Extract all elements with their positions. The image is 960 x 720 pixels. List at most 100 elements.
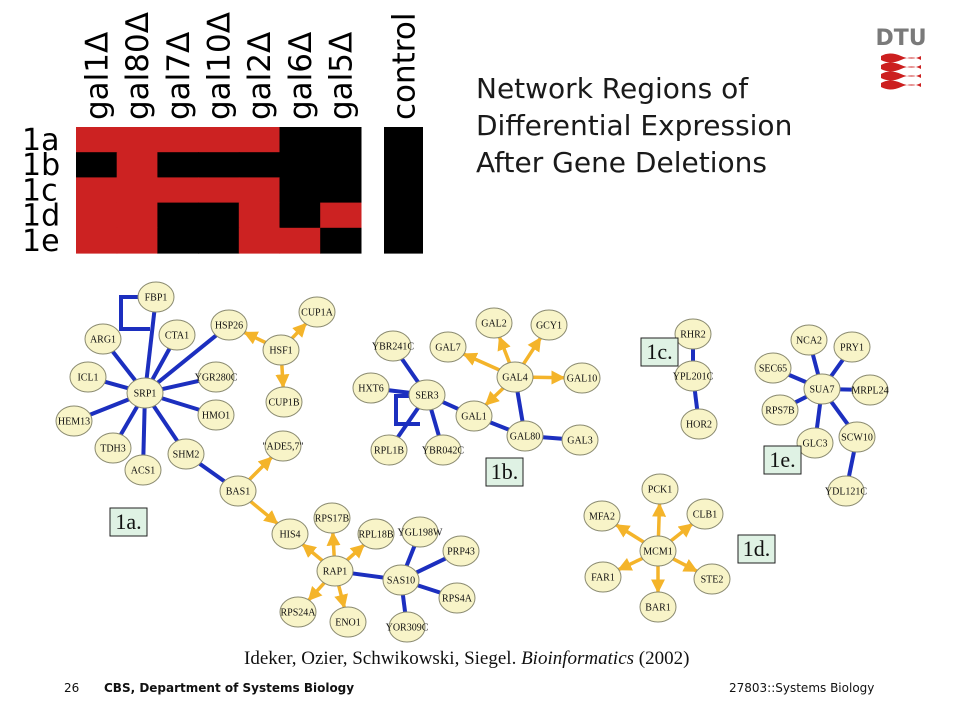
- node-ybr241c[interactable]: YBR241C: [372, 330, 415, 362]
- node-mcm1[interactable]: MCM1: [639, 535, 677, 567]
- node-ygl198w[interactable]: YGL198W: [398, 516, 444, 548]
- node-eno1[interactable]: ENO1: [329, 606, 367, 638]
- node-circle: [455, 400, 493, 432]
- heatmap-cell-1a-5: [238, 127, 281, 153]
- node-nca2[interactable]: NCA2: [790, 324, 828, 356]
- node-rpl1b[interactable]: RPL1B: [370, 434, 408, 466]
- node-ade57[interactable]: "ADE5,7": [262, 430, 304, 462]
- node-rpl18b[interactable]: RPL18B: [357, 518, 395, 550]
- node-yor309c[interactable]: YOR309C: [386, 611, 429, 643]
- node-gal80[interactable]: GAL80: [506, 420, 544, 452]
- region-label-r1e: 1e.: [763, 445, 802, 475]
- heatmap-cell-1a-6: [279, 127, 321, 153]
- node-far1[interactable]: FAR1: [584, 561, 622, 593]
- node-arg1[interactable]: ARG1: [84, 323, 122, 355]
- node-gal3[interactable]: GAL3: [561, 424, 599, 456]
- node-mrpl24[interactable]: MRPL24: [851, 374, 889, 406]
- edge-ser3-rpl1b: [396, 406, 420, 439]
- heatmap-row-label: 1a: [22, 123, 59, 158]
- node-circle: [401, 516, 439, 548]
- heatmap-cell-1d-5: [238, 202, 281, 229]
- node-sua7[interactable]: SUA7: [803, 373, 841, 405]
- node-srp1[interactable]: SRP1: [126, 377, 164, 409]
- node-sas10[interactable]: SAS10: [382, 564, 420, 596]
- heatmap-cell-1c-1: [76, 177, 118, 204]
- edge-sua7-scw10: [829, 400, 850, 426]
- node-hsp26[interactable]: HSP26: [210, 309, 248, 341]
- edge-srp1-cta1: [150, 347, 172, 381]
- node-ypl201c[interactable]: YPL201C: [673, 360, 714, 392]
- node-scw10[interactable]: SCW10: [838, 421, 876, 453]
- node-sec65[interactable]: SEC65: [754, 352, 792, 384]
- node-gal1[interactable]: GAL1: [455, 400, 493, 432]
- node-hxt6[interactable]: HXT6: [352, 372, 390, 404]
- node-rps4a[interactable]: RPS4A: [438, 582, 476, 614]
- node-circle: [641, 473, 679, 505]
- node-circle: [197, 399, 235, 431]
- node-label: YPL201C: [673, 372, 714, 383]
- node-circle: [313, 502, 351, 534]
- edge-rap1-his4: [301, 543, 324, 562]
- node-hem13[interactable]: HEM13: [55, 405, 93, 437]
- node-bar1[interactable]: BAR1: [639, 591, 677, 623]
- node-rhr2[interactable]: RHR2: [674, 318, 712, 350]
- heatmap-cell-1d-7: [320, 202, 362, 229]
- edge-gal4-gal7: [462, 352, 500, 372]
- node-circle: [69, 361, 107, 393]
- node-pry1[interactable]: PRY1: [833, 331, 871, 363]
- node-gal10[interactable]: GAL10: [563, 362, 601, 394]
- edge-sua7-pry1: [829, 358, 845, 378]
- heatmap-cell-1a-2: [116, 127, 158, 153]
- node-pck1[interactable]: PCK1: [641, 473, 679, 505]
- node-gal7[interactable]: GAL7: [429, 331, 467, 363]
- region-label-box: [640, 337, 679, 367]
- node-circle: [442, 535, 480, 567]
- edge-gal80-gal3: [542, 435, 563, 441]
- node-rap1[interactable]: RAP1: [316, 555, 354, 587]
- node-clb1[interactable]: CLB1: [686, 498, 724, 530]
- node-circle: [475, 307, 513, 339]
- region-label-r1d: 1d.: [737, 534, 776, 564]
- node-ybr042c[interactable]: YBR042C: [422, 434, 465, 466]
- node-gal4[interactable]: GAL4: [496, 361, 534, 393]
- heatmap-cell-1a-3: [157, 127, 199, 153]
- node-cup1a[interactable]: CUP1A: [298, 296, 336, 328]
- node-acs1[interactable]: ACS1: [124, 454, 162, 486]
- node-icl1[interactable]: ICL1: [69, 361, 107, 393]
- node-label: MFA2: [589, 512, 615, 523]
- node-prp43[interactable]: PRP43: [442, 535, 480, 567]
- node-hmo1[interactable]: HMO1: [197, 399, 235, 431]
- node-tdh3[interactable]: TDH3: [94, 432, 132, 464]
- node-ser3[interactable]: SER3: [408, 379, 446, 411]
- node-cta1[interactable]: CTA1: [158, 319, 196, 351]
- node-ydl121c[interactable]: YDL121C: [825, 475, 868, 507]
- node-glc3[interactable]: GLC3: [796, 427, 834, 459]
- node-rps24a[interactable]: RPS24A: [279, 596, 317, 628]
- node-bas1[interactable]: BAS1: [219, 475, 257, 507]
- node-ygr280c[interactable]: YGR280C: [195, 361, 238, 393]
- heatmap-cell-1e-4: [198, 227, 240, 254]
- heatmap-cell-1d-1: [76, 202, 118, 229]
- node-gcy1[interactable]: GCY1: [530, 309, 568, 341]
- node-hor2[interactable]: HOR2: [680, 408, 718, 440]
- node-rps7b[interactable]: RPS7B: [761, 394, 799, 426]
- node-circle: [563, 362, 601, 394]
- node-shm2[interactable]: SHM2: [167, 438, 205, 470]
- heatmap-cell-1d-4: [198, 202, 240, 229]
- heatmap-cell-1c-2: [116, 177, 158, 204]
- node-cup1b[interactable]: CUP1B: [265, 386, 303, 418]
- node-his4[interactable]: HIS4: [271, 518, 309, 550]
- heatmap-column-label: gal6Δ: [283, 32, 319, 120]
- title-line-2: Differential Expression: [476, 109, 793, 142]
- dtu-logo: DTU: [876, 26, 926, 90]
- node-hsf1[interactable]: HSF1: [262, 334, 300, 366]
- node-mfa2[interactable]: MFA2: [583, 500, 621, 532]
- node-fbp1[interactable]: FBP1: [137, 281, 175, 313]
- node-label: STE2: [701, 575, 724, 586]
- node-gal2[interactable]: GAL2: [475, 307, 513, 339]
- node-ste2[interactable]: STE2: [693, 563, 731, 595]
- node-circle: [639, 535, 677, 567]
- node-rps17b[interactable]: RPS17B: [313, 502, 351, 534]
- node-circle: [124, 454, 162, 486]
